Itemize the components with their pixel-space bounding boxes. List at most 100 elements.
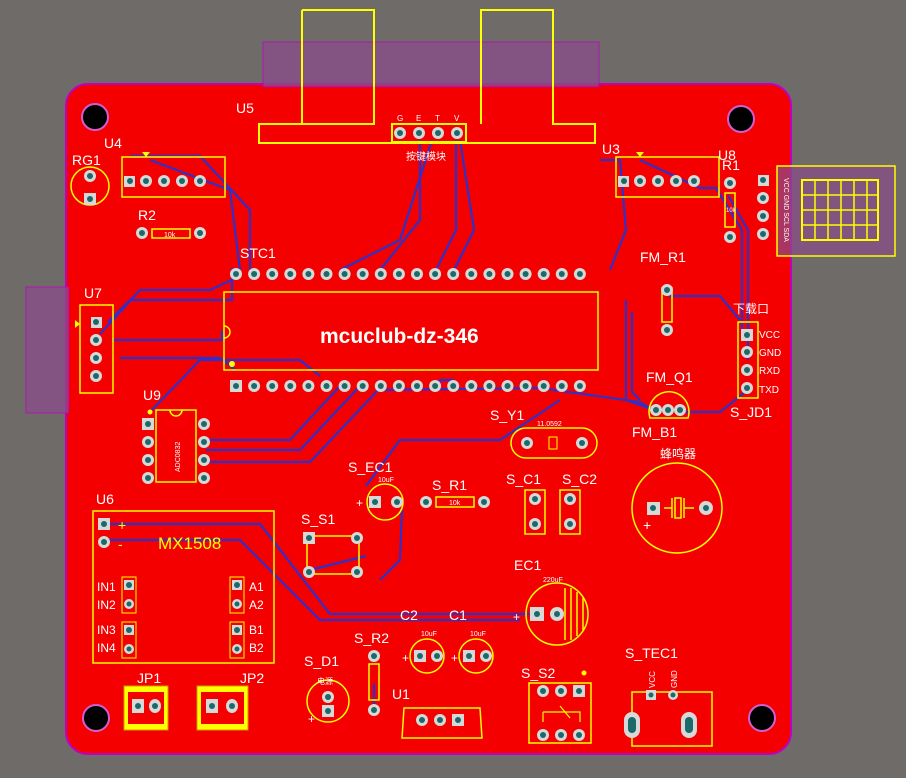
stc1-pad-hole: [450, 383, 457, 389]
stc1-pad-hole: [468, 383, 475, 389]
stc1-pad-hole: [269, 271, 276, 277]
a2-label: A2: [249, 598, 264, 612]
stc1-pad-hole: [323, 271, 330, 277]
b1-label: B1: [249, 623, 264, 637]
u8-pin-labels: VCC GND SCL SDA: [782, 178, 789, 242]
ec1-label: EC1: [514, 557, 541, 573]
u4-marker: [142, 152, 150, 157]
s-ec1-plus: +: [356, 496, 363, 510]
stc1-pad-hole: [486, 383, 493, 389]
u4-label: U4: [104, 135, 122, 151]
c1-outline: [458, 638, 494, 674]
r2-label: R2: [138, 207, 156, 223]
s-d1-plus: +: [308, 712, 315, 726]
stc1-pad-hole: [377, 383, 384, 389]
stc1-pad-hole: [251, 271, 258, 277]
s-r2-label: S_R2: [354, 630, 389, 646]
mcu-text: mcuclub-dz-346: [320, 325, 479, 348]
s-d1-outline: [306, 679, 350, 723]
keepout-top: [262, 41, 600, 88]
s-y1-outline: [510, 427, 598, 459]
fm-b1-label: FM_B1: [632, 424, 677, 440]
s-s1-label: S_S1: [301, 511, 335, 527]
u4-pins: [124, 175, 206, 187]
jd1-vcc: VCC: [759, 330, 780, 341]
stc1-pad-hole: [341, 271, 348, 277]
fm-r1-label: FM_R1: [640, 249, 686, 265]
s-ec1-label: S_EC1: [348, 459, 393, 475]
jp1-label: JP1: [137, 670, 161, 686]
u7-label: U7: [84, 285, 102, 301]
u4-outline: [121, 156, 226, 198]
s-s2-outline: [528, 682, 592, 744]
s-c1-outline: [524, 489, 546, 535]
s-tec1-label: S_TEC1: [625, 645, 678, 661]
stc1-pad-hole: [323, 383, 330, 389]
download-port-label: 下载口: [733, 302, 769, 316]
u5-cn-label: 按键模块: [406, 150, 446, 163]
in2-label: IN2: [97, 598, 116, 612]
stc1-pad-hole: [287, 383, 294, 389]
stc1-pad-hole: [504, 271, 511, 277]
ec1-outline: [525, 582, 589, 646]
crystal-value: 11.0592: [537, 421, 562, 428]
s-y1-label: S_Y1: [490, 407, 524, 423]
c2-value: 10uF: [421, 631, 437, 638]
in3-label: IN3: [97, 623, 116, 637]
s-ec1-value: 10uF: [378, 477, 394, 484]
in4-label: IN4: [97, 641, 116, 655]
jp2-label: JP2: [240, 670, 264, 686]
stc1-pad-hole: [450, 271, 457, 277]
r1-label: R1: [722, 157, 740, 173]
r2-body: [151, 228, 191, 239]
s-c1-label: S_C1: [506, 471, 541, 487]
u6-label: U6: [96, 491, 114, 507]
c1-label: C1: [449, 607, 467, 623]
stc1-pad-hole: [558, 271, 565, 277]
c1-plus: +: [451, 651, 458, 665]
stc1-pad-hole: [522, 383, 529, 389]
u5-pin-v: V: [454, 114, 460, 123]
u8-pins: [757, 175, 769, 240]
fm-q1-outline: [648, 391, 690, 419]
s-jd1-label: S_JD1: [730, 404, 772, 420]
c2-outline: [409, 638, 445, 674]
u7-outline: [79, 304, 114, 394]
s-s1-outline: [306, 535, 360, 575]
stc1-pad-hole: [395, 383, 402, 389]
mounting-holes: [81, 103, 776, 732]
stc1-pad-hole: [468, 271, 475, 277]
stc1-pad-hole: [377, 271, 384, 277]
u6-outline: [92, 510, 275, 664]
stc1-pad-hole: [414, 383, 420, 389]
u5-pin-g: G: [397, 114, 403, 123]
u5-pin-e: E: [416, 114, 421, 123]
a1-label: A1: [249, 580, 264, 594]
stc1-pad-hole: [341, 383, 348, 389]
stc1-pad-hole: [287, 271, 294, 277]
s-d1-label: S_D1: [304, 653, 339, 669]
u8-label: U8: [718, 147, 736, 163]
pcb-board: [65, 83, 792, 755]
stc1-pad-hole: [269, 383, 276, 389]
s-c2-outline: [559, 489, 581, 535]
stc1-pad-hole: [522, 271, 529, 277]
r1-value: 10k: [726, 208, 737, 214]
stc1-pad-hole: [540, 271, 547, 277]
stc1-pad-hole: [395, 271, 402, 277]
stc1-pins: [230, 268, 586, 392]
b2-label: B2: [249, 641, 264, 655]
tec-vcc: VCC: [648, 671, 657, 688]
r1-body: [724, 192, 736, 228]
ec1-value: 220uF: [543, 577, 563, 584]
stc1-pad-hole: [305, 383, 312, 389]
tec-gnd: GND: [670, 670, 679, 688]
s-r2-body: [368, 663, 380, 701]
u3-pins: [618, 175, 700, 187]
s-s2-label: S_S2: [521, 665, 555, 681]
fm-b1-outline: [631, 462, 723, 554]
stc1-pad-hole: [432, 383, 439, 389]
stc1-pad-hole: [558, 383, 565, 389]
fm-b1-plus: +: [643, 517, 651, 533]
jd1-gnd: GND: [759, 348, 781, 359]
